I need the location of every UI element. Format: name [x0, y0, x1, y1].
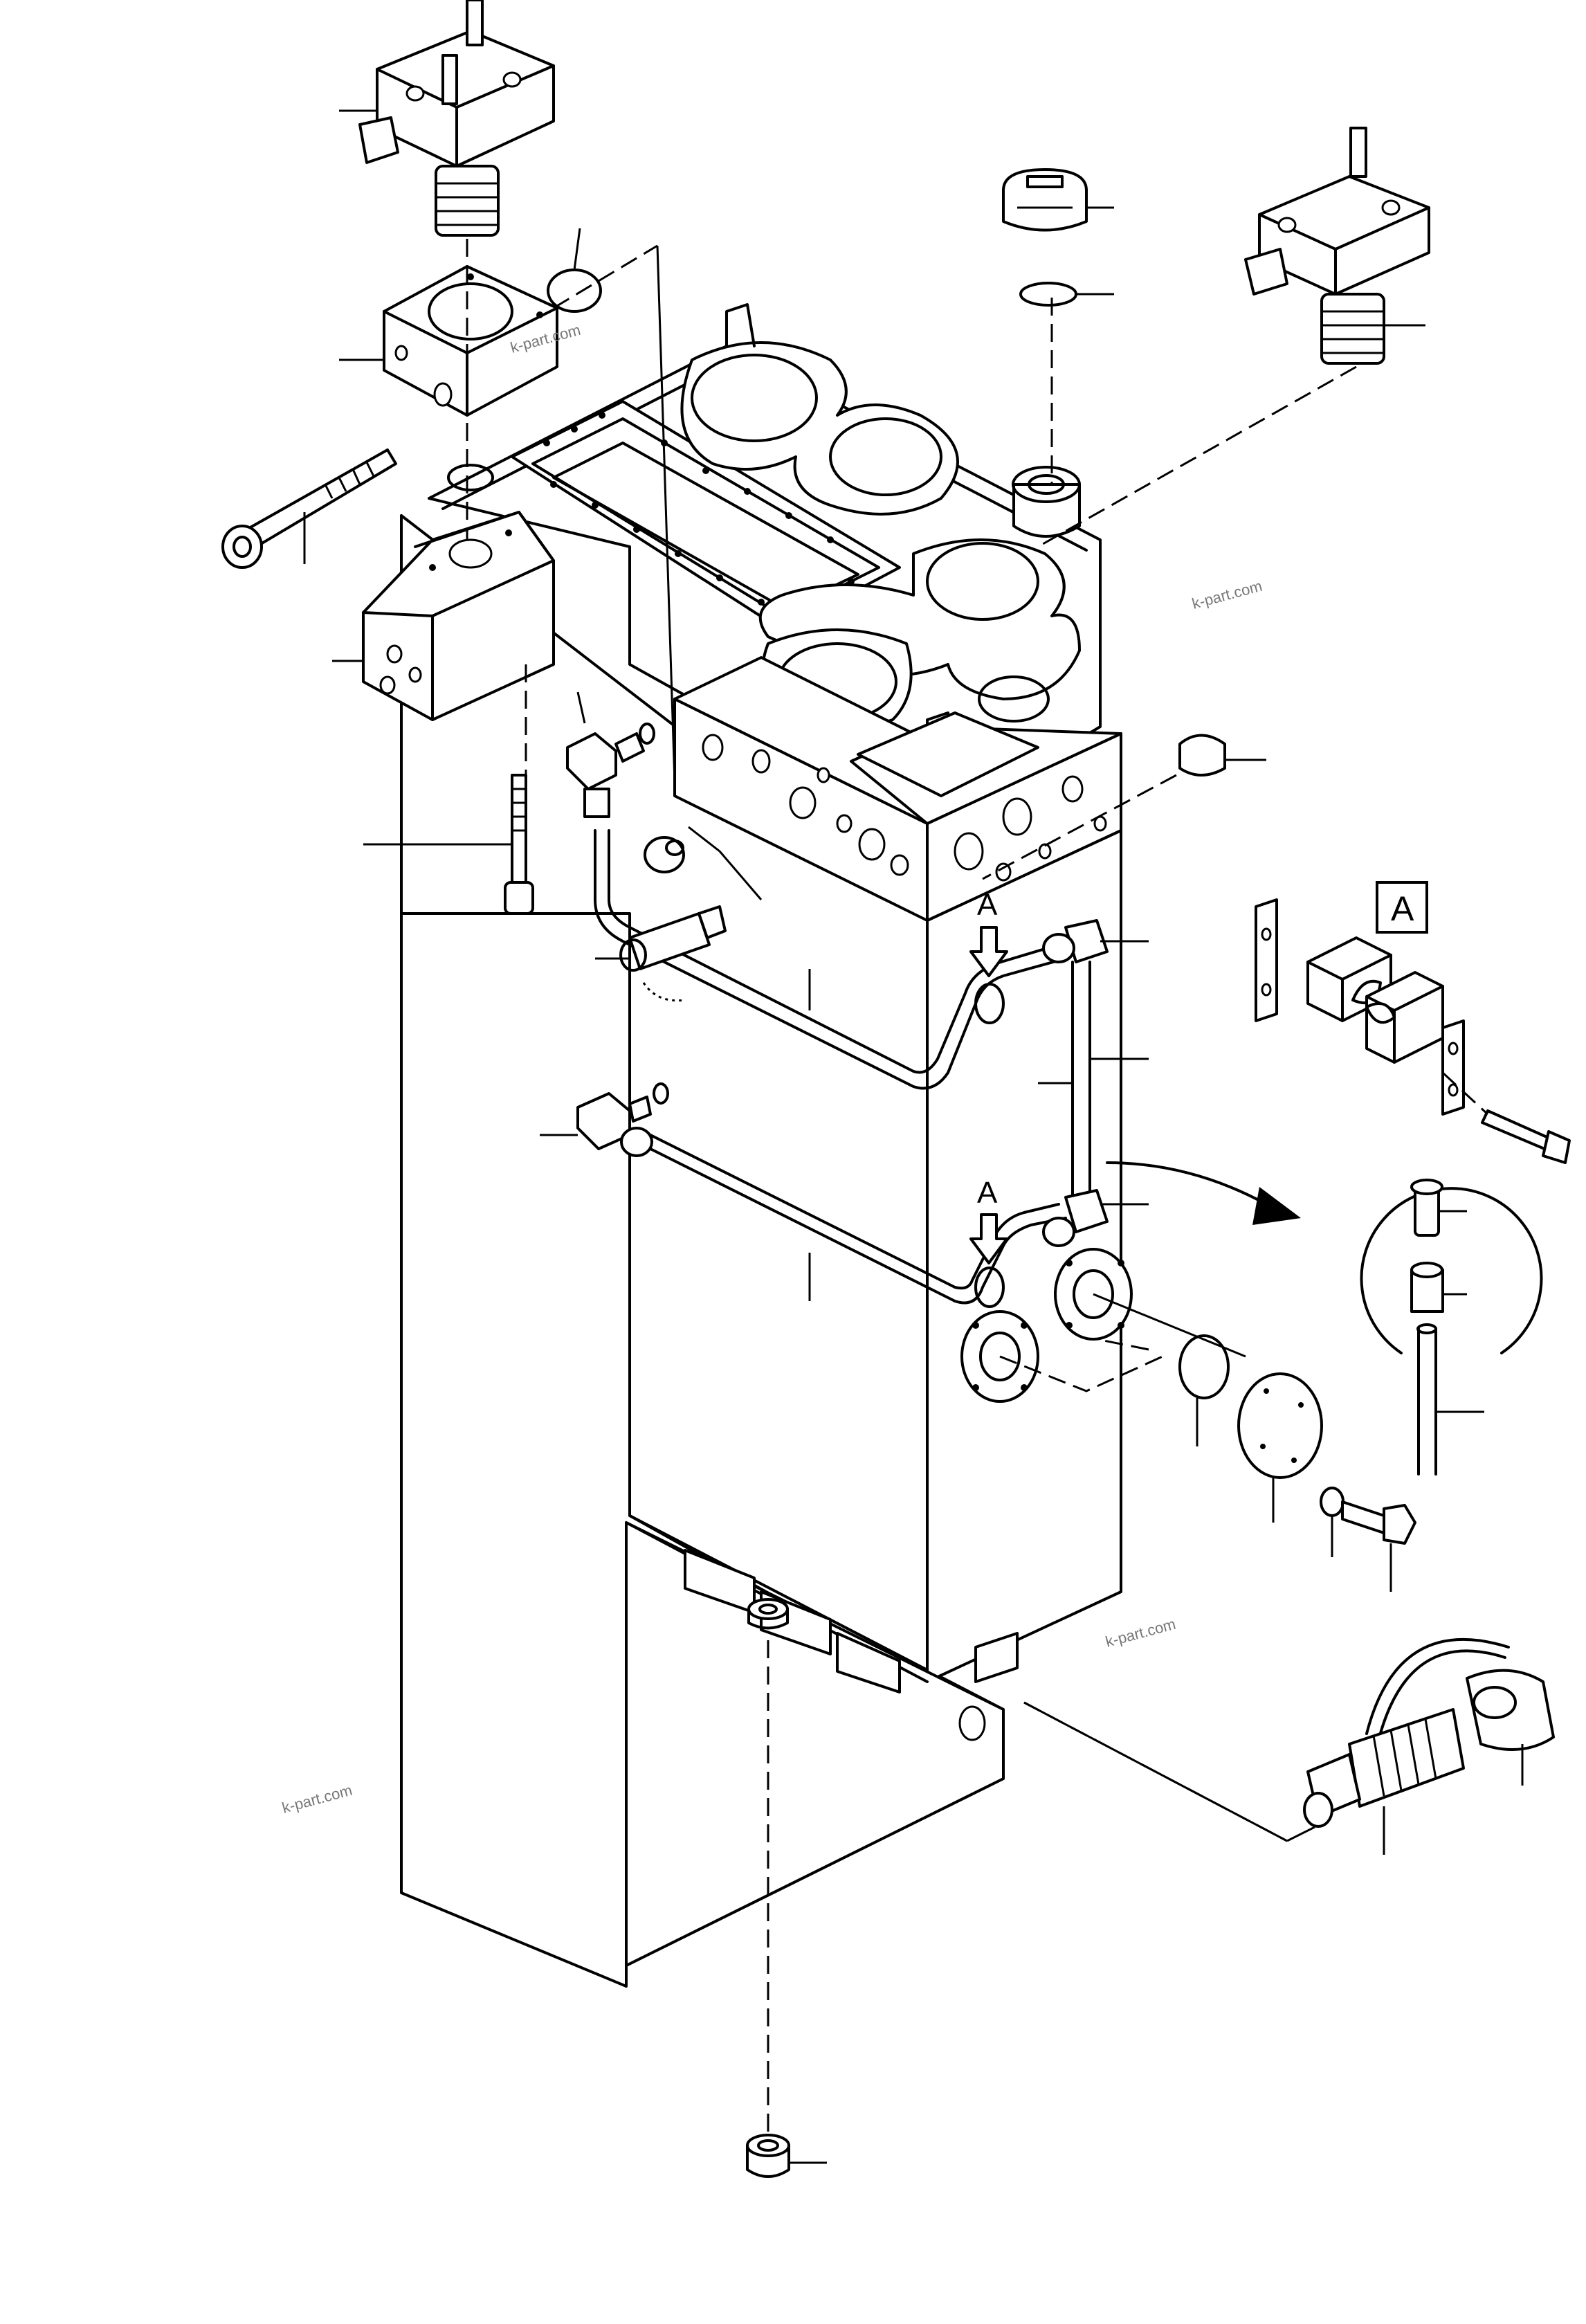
drain-plug-lower — [746, 2134, 790, 2178]
elbow-fitting-lower — [576, 1082, 669, 1157]
washer — [1320, 1487, 1345, 1517]
flange-bolt-holes — [543, 412, 855, 609]
drain-plug-upper — [747, 1598, 789, 1630]
clamp-bolt — [1481, 1109, 1571, 1164]
short-bolt — [504, 774, 534, 915]
test-coupling — [1303, 1637, 1555, 1828]
o-ring-upper-left — [547, 269, 602, 313]
detail-tube — [1416, 1323, 1437, 1476]
detail-arrow — [1106, 1161, 1268, 1206]
leader-plug-cap-small — [688, 826, 720, 853]
view-arrow-upper: A — [969, 888, 1008, 977]
side-plug-right — [1178, 734, 1226, 777]
flange-guide — [1093, 1293, 1246, 1358]
alignment-flange-lines — [999, 1355, 1163, 1392]
top-cover-plate — [428, 303, 1102, 832]
watermark-3: k-part.com — [1104, 1615, 1178, 1651]
vertical-tube-right — [1042, 919, 1109, 1247]
hex-bolt-cover — [1341, 1500, 1416, 1545]
view-arrow-lower-label: A — [977, 1176, 998, 1210]
o-ring-middle — [447, 464, 494, 491]
leader-plug-cap-small-2 — [718, 851, 763, 900]
long-bolt — [221, 448, 397, 569]
coupling-guide — [1023, 1701, 1288, 1842]
o-ring-cover — [1178, 1334, 1230, 1399]
view-arrow-upper-label: A — [977, 888, 998, 922]
adapter-block — [383, 265, 558, 417]
leader-o-ring-upper-left — [573, 228, 581, 271]
clamp-plate-left — [1255, 898, 1278, 1022]
top-plug — [1002, 168, 1088, 232]
coupling-guide-2 — [1286, 1826, 1315, 1842]
guide-line-left — [656, 245, 676, 783]
clamp-plate-right — [1441, 1019, 1465, 1116]
pilot-tube-lower — [649, 1147, 1067, 1305]
view-arrow-lower: A — [969, 1176, 1008, 1264]
detail-box-a-label: A — [1391, 889, 1414, 928]
alignment-side-plug — [982, 774, 1177, 880]
watermark-2: k-part.com — [1190, 577, 1264, 612]
detail-ferrule — [1410, 1262, 1444, 1313]
elbow-fitting-upper — [566, 723, 655, 818]
plug-cap-small — [644, 836, 685, 873]
cover-plate — [1237, 1372, 1323, 1479]
leader-elbow-fitting-upper — [576, 691, 586, 724]
detail-sleeve-nut — [1410, 1179, 1443, 1237]
clamp-half-lower — [1365, 971, 1444, 1064]
o-ring-tube-upper — [974, 983, 1005, 1024]
alignment-clamp-bolt — [1441, 1071, 1489, 1116]
detail-box-a: A — [1376, 881, 1428, 934]
pilot-valve-right — [1244, 127, 1430, 365]
detail-arrow-head — [1252, 1187, 1301, 1225]
control-block-right — [850, 711, 1122, 922]
pilot-valve-left — [358, 0, 555, 237]
o-ring-top-plug — [1019, 282, 1077, 307]
valve-block-hex — [362, 511, 555, 721]
o-ring-tube-lower — [974, 1267, 1005, 1308]
detail-circle — [1360, 1179, 1543, 1476]
watermark-4: k-part.com — [280, 1781, 354, 1817]
quick-coupler-upper — [619, 905, 727, 1002]
